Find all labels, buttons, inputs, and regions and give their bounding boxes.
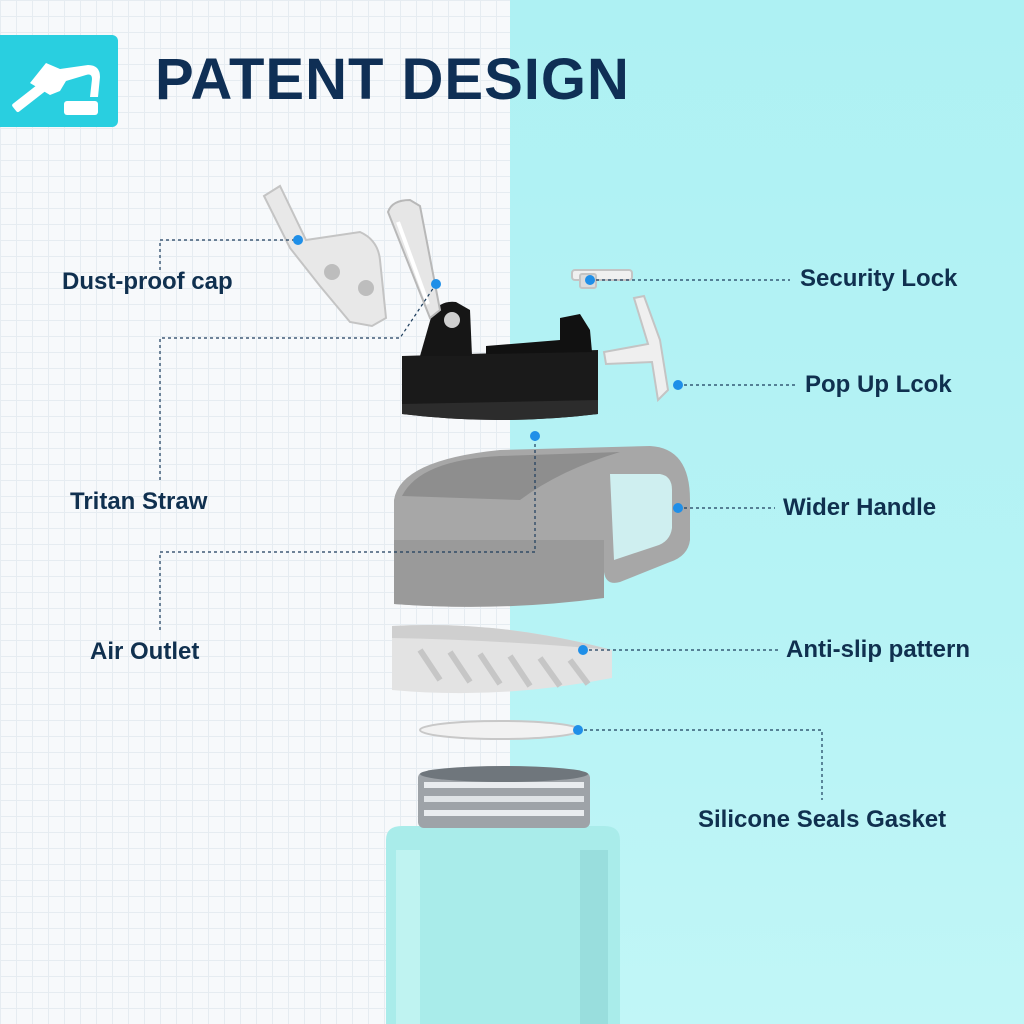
bottle-cap-icon <box>12 63 100 115</box>
tritan-straw <box>386 198 442 320</box>
bottle-neck-thread <box>418 766 590 828</box>
page-title: PATENT DESIGN <box>155 47 630 112</box>
label-wider-handle: Wider Handle <box>783 494 937 521</box>
label-silicone-seals-gasket: Silicone Seals Gasket <box>698 806 947 833</box>
logo-badge <box>0 35 118 127</box>
callout-dot <box>578 645 588 655</box>
callout-dot <box>585 275 595 285</box>
callout-dot <box>431 279 441 289</box>
label-tritan-straw: Tritan Straw <box>70 488 208 515</box>
callout-lines <box>159 239 823 800</box>
label-air-outlet: Air Outlet <box>90 638 200 665</box>
label-pop-up-lock: Pop Up Lcok <box>805 371 952 398</box>
security-lock-part <box>571 269 633 289</box>
bottle-body <box>386 826 620 1024</box>
callout-dot <box>530 431 540 441</box>
handle-cap <box>394 446 690 607</box>
label-anti-slip-pattern: Anti-slip pattern <box>786 636 970 663</box>
callout-dots <box>293 235 683 735</box>
callout-dot <box>293 235 303 245</box>
callout-dot <box>673 503 683 513</box>
callout-dot <box>573 725 583 735</box>
dust-proof-cap <box>262 184 388 328</box>
callout-dot <box>673 380 683 390</box>
black-lid <box>402 301 598 420</box>
label-security-lock: Security Lock <box>800 265 958 292</box>
pop-up-lock-part <box>602 294 670 403</box>
anti-slip-ring <box>392 625 612 694</box>
silicone-gasket <box>419 720 581 740</box>
label-dust-proof-cap: Dust-proof cap <box>62 268 233 295</box>
